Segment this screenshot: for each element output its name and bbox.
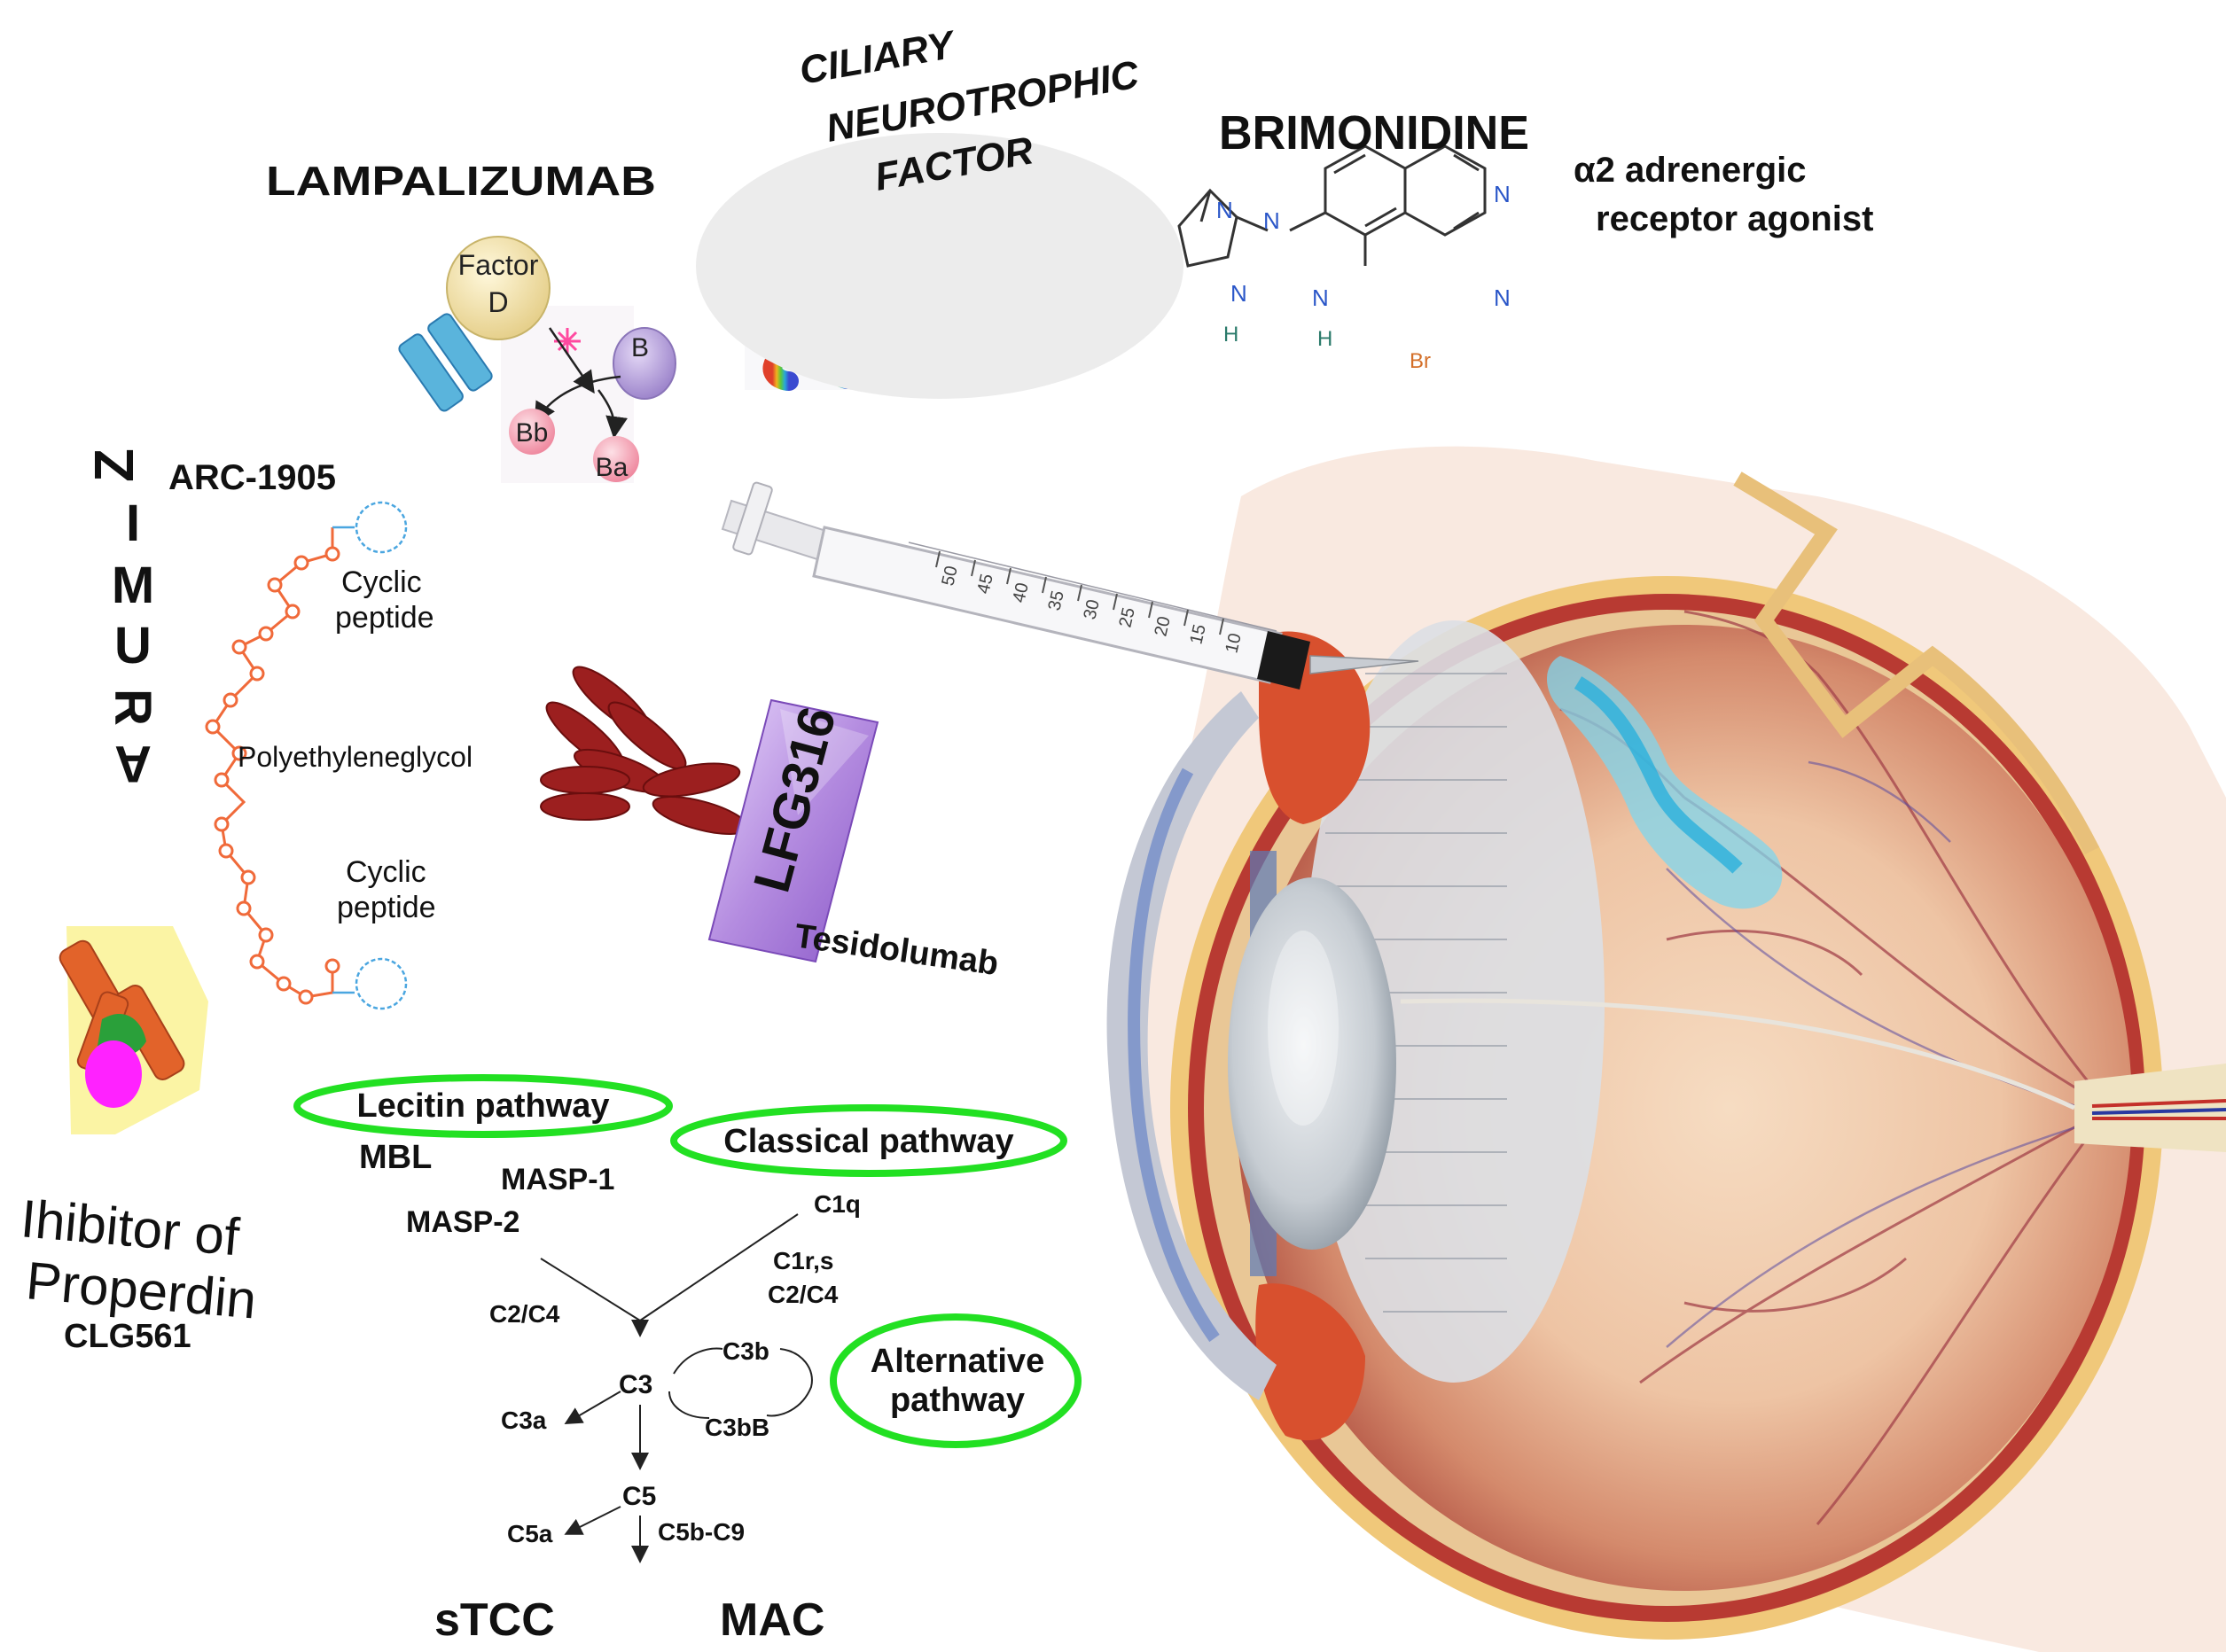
scale-label: 35 (1044, 588, 1067, 612)
hydrogen-label: H (1317, 327, 1332, 351)
stcc-label: sTCC (434, 1594, 555, 1646)
lectin-pathway-ellipse (293, 1074, 673, 1138)
brimonidine-title: BRIMONIDINE (1219, 106, 1529, 160)
scale-label: 10 (1222, 631, 1245, 655)
c2c4-label: C2/C4 (768, 1281, 839, 1308)
mbl-label: MBL (359, 1139, 432, 1176)
eye-illustration (1106, 446, 2226, 1652)
complement-pathway (293, 1074, 1082, 1563)
properdin-inhibitor-icon (59, 926, 208, 1134)
scale-label: 25 (1115, 605, 1138, 629)
ba-sphere (593, 436, 639, 482)
scale-label: 15 (1186, 622, 1209, 646)
zimura-letter: R (104, 689, 161, 726)
factor-d-label: D (488, 286, 508, 318)
lectin-pathway-label: Lecitin pathway (356, 1087, 609, 1125)
bromine-label: Br (1410, 349, 1431, 373)
scale-label: 20 (1151, 614, 1174, 638)
alternative-pathway-ellipse (830, 1313, 1082, 1448)
cyclic-peptide-label: Cyclic (346, 855, 426, 889)
cyclic-peptide-label: peptide (337, 891, 436, 924)
scale-label: 50 (938, 564, 961, 588)
zimura-letter: I (126, 495, 140, 552)
zimura-letter: A (114, 735, 152, 792)
c1q-label: C1q (814, 1190, 861, 1218)
c3bb-label: C3bB (705, 1414, 769, 1441)
syringe (721, 481, 1419, 690)
scale-label: 45 (973, 572, 996, 596)
zimura-letter: M (112, 557, 154, 614)
nitrogen-label: N (1494, 181, 1511, 207)
masp1-label: MASP-1 (501, 1163, 614, 1196)
classical-pathway-ellipse (670, 1104, 1067, 1177)
antibody-icon (398, 313, 493, 412)
clg561-label: CLG561 (64, 1318, 191, 1355)
cyclic-peptide-icon (332, 501, 408, 1010)
zimura-letter: Z (84, 448, 145, 482)
alternative-pathway-label: Alternative (871, 1343, 1044, 1380)
c5b-c9-label: C5b-C9 (658, 1518, 745, 1546)
factor-d-diagram: Factor D B Bb Ba (398, 236, 676, 483)
c2c4-label: C2/C4 (489, 1300, 560, 1328)
c5a-label: C5a (507, 1520, 553, 1547)
lfg316-antibody-icon (540, 666, 749, 836)
cntf-title: CILIARY (796, 23, 960, 93)
lfg316-box (707, 698, 879, 963)
zimura-letter: U (114, 617, 152, 674)
masp2-label: MASP-2 (406, 1205, 519, 1239)
peg-label: Polyethyleneglycol (238, 741, 473, 773)
hydrogen-label: H (1223, 323, 1238, 347)
brimonidine-description: α2 adrenergic (1574, 151, 1806, 190)
peg-structure (205, 527, 340, 1005)
c3-label: C3 (619, 1370, 652, 1399)
factor-b-label: B (631, 333, 649, 362)
c3a-label: C3a (501, 1407, 547, 1434)
scale-label: 30 (1080, 597, 1103, 621)
arc-1905-label: ARC-1905 (168, 458, 336, 497)
factor-d-label: Factor (458, 249, 539, 281)
tesidolumab-label: Tesidolumab (793, 917, 1001, 983)
cyclic-peptide-label: peptide (335, 601, 434, 635)
mac-label: MAC (720, 1594, 824, 1646)
bb-sphere (509, 409, 555, 455)
cyclic-peptide-label: Cyclic (341, 565, 422, 599)
c5-label: C5 (622, 1482, 656, 1511)
brimonidine-molecule (696, 133, 1487, 399)
brimonidine-description: receptor agonist (1596, 199, 1873, 238)
c1rs-label: C1r,s (773, 1247, 834, 1274)
nitrogen-label: N (1263, 207, 1280, 234)
syringe-scale: 50 45 40 35 30 25 20 15 10 (938, 564, 1245, 655)
inhibition-star-icon (554, 328, 581, 355)
brimonidine-atom-labels: N N N N H H N N Br (1216, 181, 1511, 373)
factor-b-sphere (613, 327, 676, 400)
alternative-pathway-label: pathway (890, 1382, 1025, 1419)
c3b-label: C3b (722, 1337, 769, 1365)
factor-d-sphere (446, 236, 551, 340)
bb-label: Bb (516, 418, 549, 448)
lampalizumab-title: LAMPALIZUMAB (266, 158, 656, 204)
nitrogen-label: N (1494, 284, 1511, 311)
scale-label: 40 (1009, 581, 1032, 604)
ba-label: Ba (596, 453, 629, 482)
nitrogen-label: N (1216, 197, 1233, 223)
nitrogen-label: N (1312, 284, 1329, 311)
nitrogen-label: N (1230, 280, 1247, 307)
classical-pathway-label: Classical pathway (723, 1123, 1013, 1160)
